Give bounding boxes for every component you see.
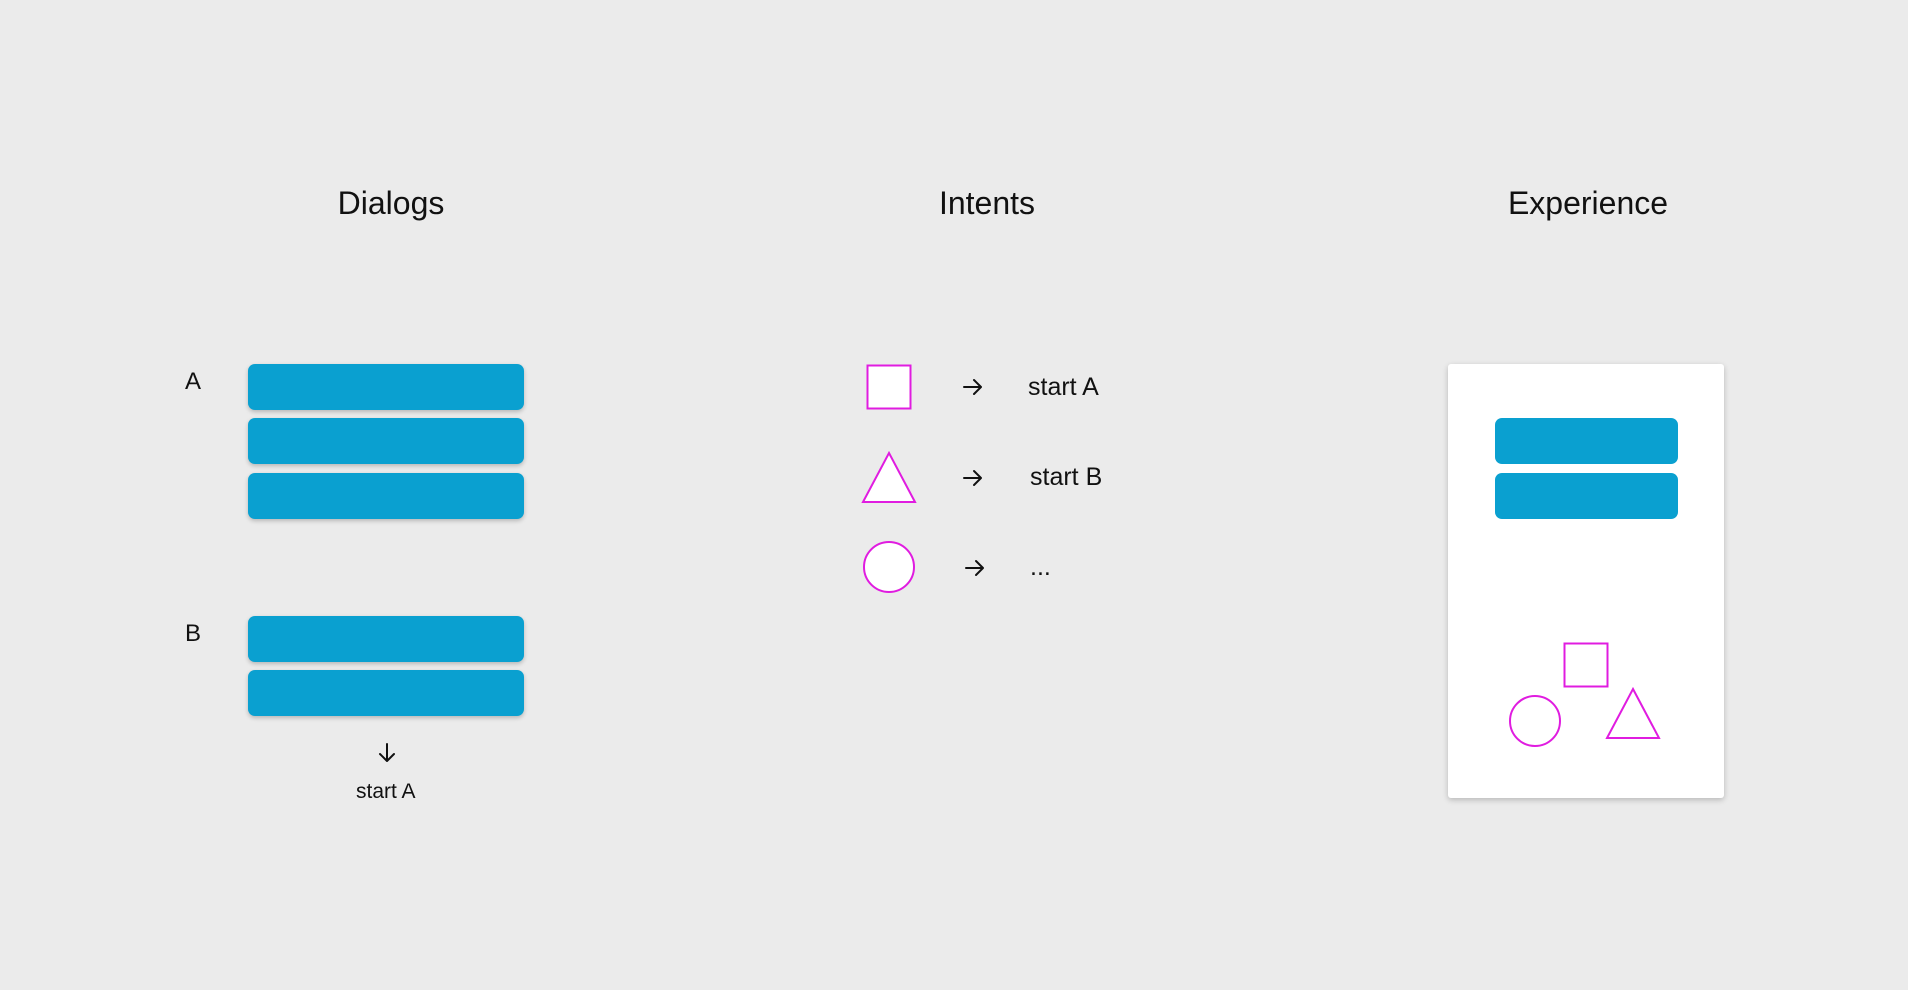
arrow-right-icon — [963, 470, 982, 486]
experience-heading: Experience — [1507, 185, 1669, 221]
dialog-b-label: B — [185, 620, 202, 647]
dialog-b-step-1 — [248, 616, 524, 662]
dialog-a-label: A — [185, 368, 202, 395]
square-icon — [866, 364, 912, 410]
experience-step-1 — [1495, 418, 1678, 464]
arrow-down-icon — [379, 743, 395, 762]
dialog-a-step-2 — [248, 418, 524, 464]
arrow-right-icon — [963, 379, 982, 395]
circle-icon — [1509, 695, 1561, 747]
intent-text: ... — [1030, 553, 1051, 581]
dialogs-heading: Dialogs — [337, 185, 445, 221]
dialog-a-step-1 — [248, 364, 524, 410]
intent-text: start A — [1028, 373, 1099, 401]
intents-heading: Intents — [938, 185, 1036, 221]
dialog-b-trigger-text: start A — [356, 780, 416, 803]
experience-step-2 — [1495, 473, 1678, 519]
triangle-icon — [1605, 686, 1661, 739]
intent-text: start B — [1030, 463, 1103, 491]
dialog-b-step-2 — [248, 670, 524, 716]
dialog-a-step-3 — [248, 473, 524, 519]
triangle-icon — [861, 450, 917, 503]
circle-icon — [863, 541, 915, 593]
square-icon — [1563, 642, 1609, 688]
arrow-right-icon — [965, 560, 984, 576]
